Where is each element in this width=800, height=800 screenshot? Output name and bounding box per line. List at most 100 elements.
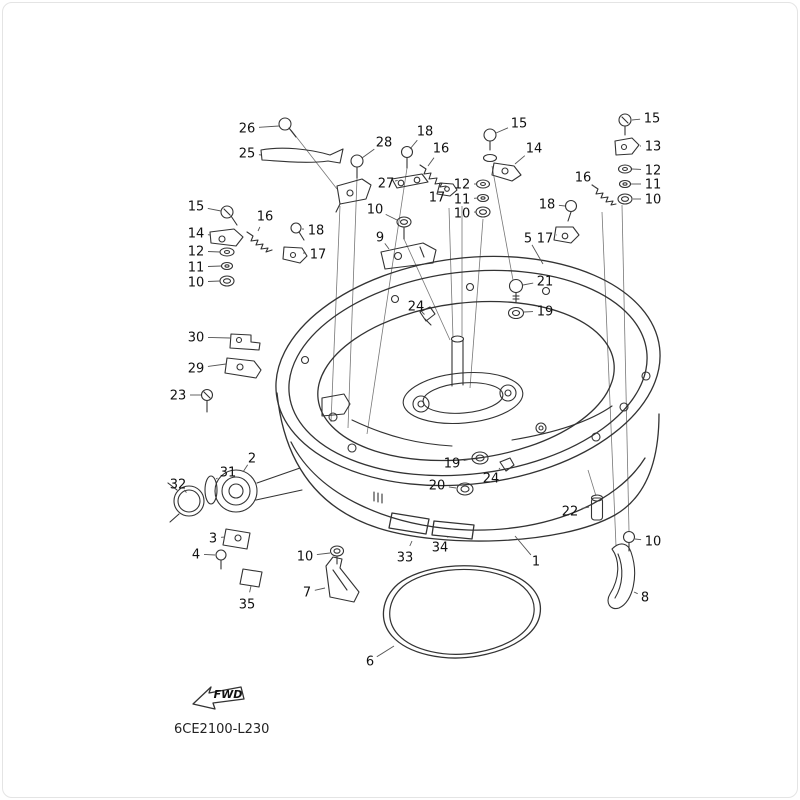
part-callout-10: 10	[297, 550, 314, 565]
leader-line-10	[316, 552, 331, 556]
part-callout-17: 17	[429, 191, 446, 206]
fwd-arrow-shape	[192, 686, 245, 710]
fwd-arrow: FWD	[192, 686, 245, 710]
part-callout-7: 7	[303, 586, 311, 601]
part-callout-5: 5	[524, 232, 532, 247]
part-callout-6: 6	[366, 655, 374, 670]
leader-line-18	[409, 139, 418, 150]
leader-line-9	[384, 243, 390, 250]
leader-line-10	[385, 213, 398, 221]
part-callout-10: 10	[188, 276, 205, 291]
leader-line-15	[495, 127, 509, 134]
gasket-seal	[382, 565, 542, 659]
leader-line-12	[207, 251, 221, 253]
leader-line-10	[207, 280, 221, 282]
leader-line-32	[183, 489, 187, 493]
leader-line-17	[443, 187, 446, 190]
hardware-top-center	[260, 117, 522, 270]
leader-line-21	[522, 282, 534, 286]
part-callout-15: 15	[188, 200, 205, 215]
part-callout-2: 2	[248, 452, 256, 467]
part-callout-17: 17	[537, 232, 554, 247]
cowling-pan-outline	[275, 255, 661, 542]
leader-line-29	[207, 363, 227, 367]
part-callout-23: 23	[170, 389, 187, 404]
leader-line-26	[258, 125, 280, 128]
part-callout-18: 18	[308, 224, 325, 239]
leader-line-1	[514, 535, 532, 556]
leader-line-34	[447, 536, 449, 538]
part-callout-11: 11	[454, 193, 471, 208]
fitting-assembly	[167, 467, 303, 588]
part-callout-15: 15	[511, 117, 528, 132]
leader-line-33	[409, 540, 413, 547]
part-callout-16: 16	[257, 210, 274, 225]
part-callout-11: 11	[188, 261, 205, 276]
leader-line-24	[498, 467, 501, 470]
leader-line-5	[531, 244, 544, 265]
part-callout-19: 19	[444, 457, 461, 472]
leader-line-11	[207, 265, 222, 267]
part-callout-34: 34	[432, 541, 449, 556]
part-callout-14: 14	[188, 227, 205, 242]
leader-line-10	[634, 538, 642, 541]
part-callout-11: 11	[645, 178, 662, 193]
part-callout-26: 26	[239, 122, 256, 137]
part-callout-30: 30	[188, 331, 205, 346]
leader-line-16	[257, 226, 261, 232]
leader-line-20	[448, 486, 457, 489]
part-callout-19: 19	[537, 305, 554, 320]
hardware-mid	[200, 278, 525, 413]
part-callout-31: 31	[220, 466, 237, 481]
leader-line-24	[421, 311, 425, 315]
part-callout-14: 14	[526, 142, 543, 157]
part-callout-1: 1	[532, 555, 540, 570]
hardware-bottom	[325, 494, 636, 610]
hardware-top-right	[553, 113, 640, 244]
leader-line-7	[314, 587, 326, 591]
leader-line-28	[361, 148, 375, 159]
part-callout-16: 16	[575, 171, 592, 186]
leader-line-14	[514, 155, 526, 165]
part-callout-8: 8	[641, 591, 649, 606]
leader-line-4	[203, 553, 216, 556]
leader-line-35	[249, 585, 252, 593]
pan-interior-details	[300, 282, 651, 504]
part-callout-4: 4	[192, 548, 200, 563]
part-callout-20: 20	[429, 479, 446, 494]
part-callout-32: 32	[170, 478, 187, 493]
part-callout-12: 12	[454, 178, 471, 193]
part-callout-15: 15	[644, 112, 661, 127]
leader-line-27	[394, 179, 398, 182]
leader-line-16	[427, 157, 435, 167]
part-callout-24: 24	[483, 472, 500, 487]
part-callout-35: 35	[239, 598, 256, 613]
fwd-label: FWD	[214, 688, 243, 701]
part-callout-13: 13	[645, 140, 662, 155]
part-callout-10: 10	[645, 193, 662, 208]
leader-line-19	[463, 458, 472, 461]
leader-line-15	[631, 118, 641, 121]
part-callout-10: 10	[367, 203, 384, 218]
leader-line-15	[207, 207, 222, 212]
part-callout-27: 27	[378, 177, 395, 192]
part-callout-3: 3	[209, 532, 217, 547]
part-callout-12: 12	[645, 164, 662, 179]
part-callout-24: 24	[408, 300, 425, 315]
part-callout-16: 16	[433, 142, 450, 157]
part-callout-10: 10	[645, 535, 662, 550]
part-callout-22: 22	[562, 505, 579, 520]
leader-line-31	[215, 477, 218, 480]
part-callout-18: 18	[539, 198, 556, 213]
part-callout-10: 10	[454, 207, 471, 222]
leader-line-22	[581, 506, 590, 509]
leader-line-2	[242, 464, 249, 473]
leader-line-6	[376, 645, 395, 658]
part-callout-9: 9	[376, 231, 384, 246]
leader-line-30	[207, 336, 231, 339]
part-callout-25: 25	[239, 147, 256, 162]
leader-line-18	[558, 204, 566, 207]
part-callout-18: 18	[417, 125, 434, 140]
